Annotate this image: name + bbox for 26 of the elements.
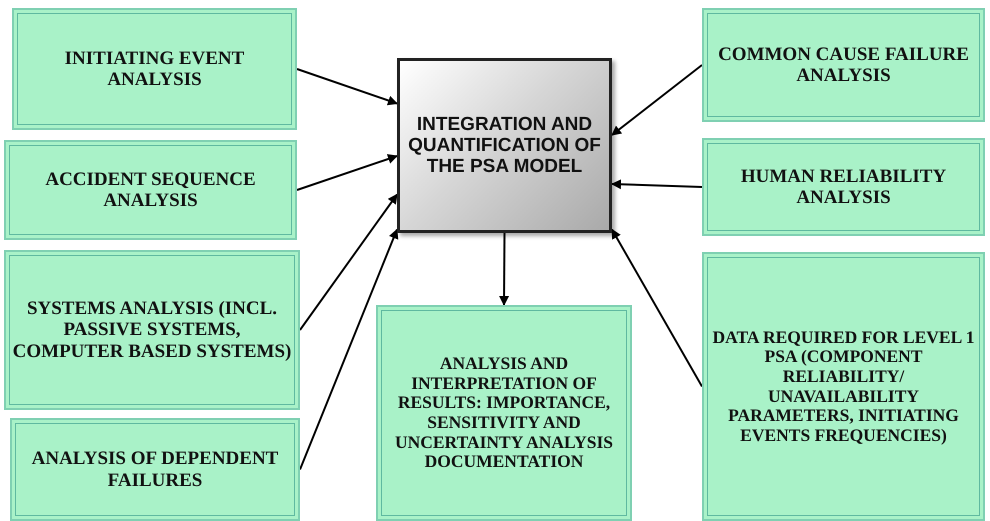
box-label: ACCIDENT SEQUENCE ANALYSIS bbox=[44, 168, 257, 212]
process-box bbox=[702, 8, 985, 122]
process-box bbox=[376, 305, 632, 521]
box-label: DATA REQUIRED FOR LEVEL 1 PSA (COMPONENT RELIABILITY/ UNAVAILABILITY PARAMETERS, INITIATING EVENTS FREQUENCIES) bbox=[712, 328, 976, 446]
arrow bbox=[296, 68, 398, 106]
arrow bbox=[611, 228, 703, 387]
box-label: SYSTEMS ANALYSIS (INCL. PASSIVE SYSTEMS, COMPUTER BASED SYSTEMS) bbox=[12, 298, 292, 362]
arrow bbox=[296, 154, 398, 191]
box-label: INITIATING EVENT ANALYSIS bbox=[64, 48, 246, 90]
process-box bbox=[702, 138, 985, 236]
process-box bbox=[12, 8, 297, 130]
process-box bbox=[4, 250, 300, 410]
box-label: ANALYSIS OF DEPENDENT FAILURES bbox=[30, 448, 280, 491]
box-label: HUMAN RELIABILITY ANALYSIS bbox=[740, 166, 948, 208]
process-box bbox=[702, 252, 985, 521]
box-label: ANALYSIS AND INTERPRETATION OF RESULTS: IMPORTANCE, SENSITIVITY AND UNCERTAINTY ANALYSIS DOCUMENTATION bbox=[394, 354, 614, 472]
arrow bbox=[499, 233, 510, 306]
process-box bbox=[4, 140, 297, 240]
arrow bbox=[299, 194, 398, 331]
central-process-box bbox=[397, 58, 612, 233]
arrow bbox=[611, 64, 703, 136]
arrow bbox=[299, 228, 398, 470]
process-box bbox=[10, 418, 300, 521]
box-label: INTEGRATION AND QUANTIFICATION OF THE PSA MODEL bbox=[407, 114, 602, 178]
box-label: COMMON CAUSE FAILURE ANALYSIS bbox=[717, 44, 970, 86]
arrow bbox=[611, 179, 702, 190]
